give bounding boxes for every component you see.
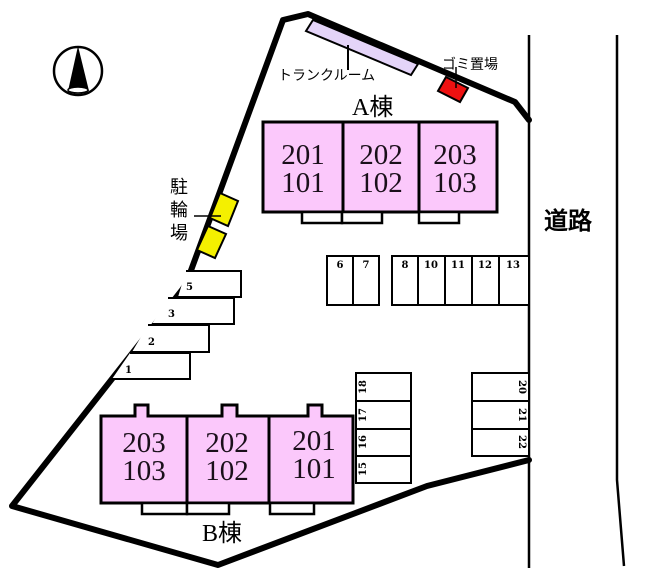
road-label: 道路: [544, 207, 593, 235]
balcony: [340, 210, 384, 225]
parking-slot-number: 21: [516, 408, 527, 422]
balcony: [140, 501, 189, 516]
parking-slot-number: 1: [125, 365, 132, 376]
balcony: [300, 210, 344, 225]
building-a: 201 101 202 102 203 103: [261, 120, 499, 225]
building-a-label: A棟: [352, 94, 393, 121]
unit-number: 201: [281, 139, 325, 171]
building-a-unit-3[interactable]: [417, 120, 499, 214]
building-b: 203 103 202 102 201 101: [99, 403, 355, 516]
parking-slot-number: 2: [148, 337, 155, 348]
parking-slot-number: 17: [358, 408, 369, 422]
parking-slot-number: 6: [337, 260, 344, 271]
balcony: [185, 501, 231, 516]
parking-top-a: 6 7: [326, 255, 380, 306]
parking-slot-number: 3: [168, 309, 175, 320]
building-a-unit-2[interactable]: [341, 120, 421, 214]
garbage-area: [436, 67, 470, 104]
building-b-unit-1[interactable]: [99, 403, 189, 505]
parking-slot-number: 13: [506, 260, 520, 271]
building-b-label: B棟: [202, 520, 242, 547]
north-arrow-icon: [52, 45, 104, 97]
parking-slot-number: 20: [516, 380, 527, 394]
building-a-unit-1[interactable]: [261, 120, 345, 214]
unit-number: 203: [433, 139, 477, 171]
bicycle-label-1: 駐: [170, 177, 188, 198]
parking-slot-number: 10: [424, 260, 438, 271]
unit-number: 103: [122, 455, 166, 487]
unit-number: 102: [205, 455, 249, 487]
road-edge-right: [615, 35, 626, 567]
parking-slot-number: 8: [402, 260, 409, 271]
unit-number: 202: [359, 139, 403, 171]
trunk-room: [304, 18, 420, 77]
unit-number: 103: [433, 167, 477, 199]
parking-vertical-right: 20 21 22: [471, 372, 530, 457]
parking-slot-number: 18: [358, 380, 369, 394]
parking-slot-number: 7: [363, 260, 370, 271]
parking-slot-number: 15: [358, 462, 369, 476]
parking-slot-number: 22: [516, 435, 527, 449]
parking-slot-number: 11: [451, 260, 465, 271]
parking-slot-number: 5: [186, 282, 193, 293]
balcony: [268, 501, 316, 516]
trunk-room-label: トランクルーム: [278, 68, 375, 84]
unit-number: 203: [122, 427, 166, 459]
unit-number: 101: [292, 453, 336, 485]
garbage-label: ゴミ置場: [442, 56, 498, 73]
parking-vertical-left: 18 17 16 15: [355, 372, 412, 484]
parking-slot-number: 16: [358, 435, 369, 449]
bicycle-label-3: 場: [170, 223, 188, 244]
bicycle-parking: [194, 191, 240, 260]
unit-number: 202: [205, 427, 249, 459]
bicycle-label-2: 輪: [170, 200, 188, 221]
unit-number: 102: [359, 167, 403, 199]
parking-slot-number: 12: [478, 260, 492, 271]
parking-top-b: 8 10 11 12 13: [391, 255, 530, 306]
balcony: [417, 210, 461, 225]
unit-number: 201: [292, 425, 336, 457]
parking-left: 5 3 2 1: [112, 270, 242, 380]
unit-number: 101: [281, 167, 325, 199]
